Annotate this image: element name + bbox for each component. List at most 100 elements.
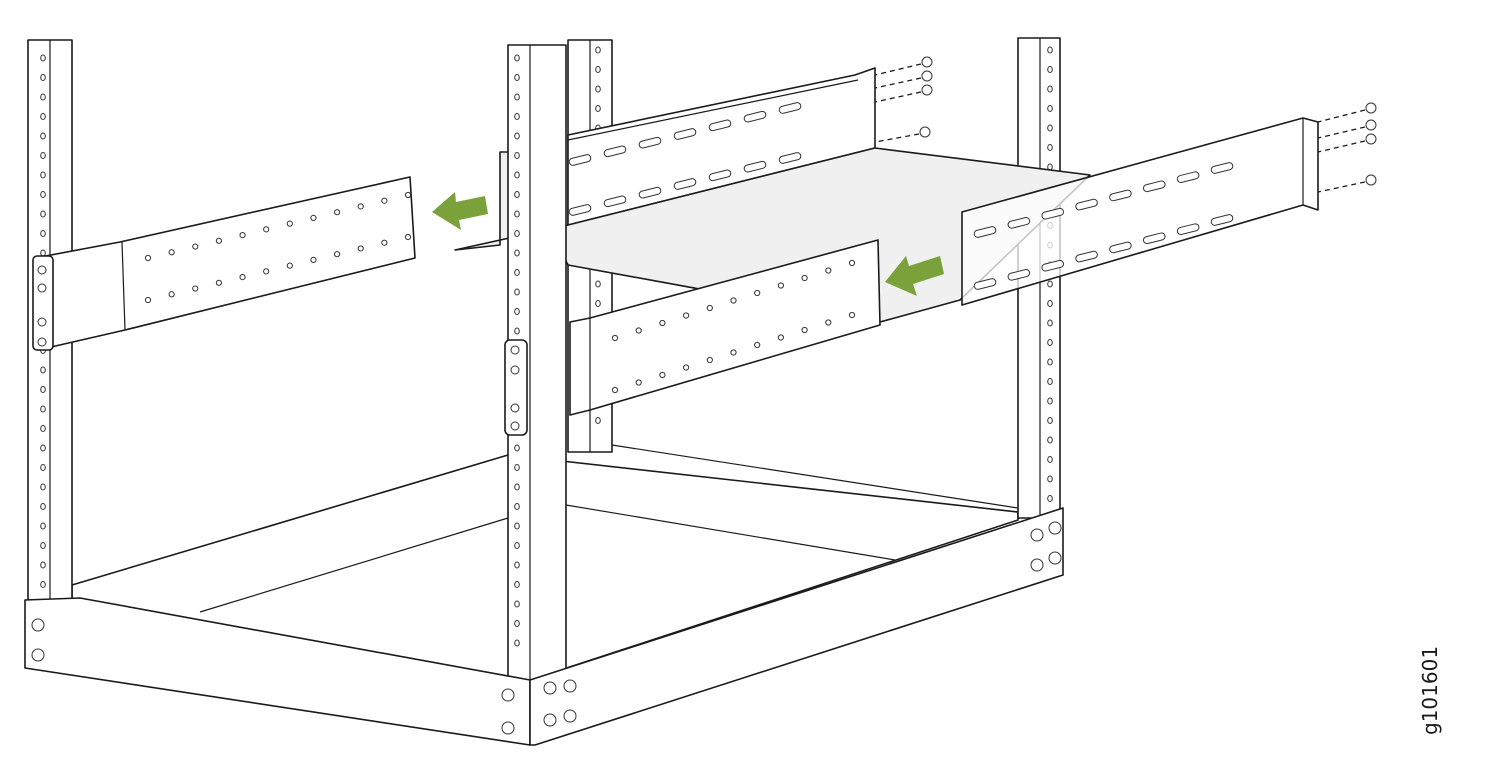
rack-hole: [1047, 456, 1053, 463]
rack-hole: [514, 269, 520, 276]
rack-hole: [514, 464, 520, 471]
rail-slot: [973, 278, 997, 290]
rack-hole: [1047, 436, 1053, 444]
rail-hole: [683, 364, 690, 371]
rail-slot: [1075, 250, 1098, 263]
rail-hole: [754, 341, 761, 349]
rail-hole: [168, 291, 175, 298]
rack-hole: [40, 503, 46, 510]
rail-hole: [635, 379, 642, 386]
rail-slot: [1041, 207, 1064, 220]
rail-slot: [568, 204, 592, 216]
rack-hole: [514, 327, 520, 335]
screw-icon: [1365, 174, 1377, 186]
rail-slot: [1109, 241, 1132, 254]
rail-hole: [777, 334, 785, 341]
rack-hole: [595, 46, 601, 54]
rack-hole: [40, 113, 46, 120]
rack-hole: [514, 581, 520, 588]
rail-hole: [635, 327, 642, 334]
rack-hole: [514, 503, 520, 510]
rail-slot: [708, 119, 732, 132]
rail-hole: [381, 239, 388, 246]
rail-hole: [706, 304, 713, 312]
rail-hole: [801, 274, 808, 282]
rack-hole: [40, 464, 46, 471]
rack-hole: [40, 54, 46, 62]
rail-slot: [1075, 198, 1098, 211]
rack-hole: [1047, 397, 1053, 405]
rack-hole: [514, 249, 520, 257]
rail-hole: [286, 220, 293, 227]
rack-hole: [1047, 124, 1053, 132]
rail-hole: [357, 245, 364, 252]
rack-hole: [514, 113, 520, 120]
rack-hole: [40, 93, 46, 101]
rack-hole: [1047, 319, 1053, 327]
arrow-left-icon: [885, 256, 944, 296]
bolt-icon: [501, 688, 515, 702]
rack-hole: [514, 230, 520, 237]
rack-hole: [40, 386, 46, 393]
rack-hole: [514, 191, 520, 198]
rack-hole: [40, 483, 46, 491]
rack-hole: [514, 620, 520, 627]
rail-slot: [1210, 214, 1234, 226]
rail-hole: [754, 289, 761, 297]
rack-hole: [1047, 358, 1053, 366]
bolt-icon: [543, 681, 557, 695]
rail-slot: [1041, 259, 1064, 272]
rail-hole: [659, 319, 666, 327]
rail-hole: [239, 231, 246, 239]
rack-hole: [595, 85, 601, 93]
rail-hole: [144, 254, 152, 262]
rail-hole: [333, 251, 341, 258]
bolt-icon: [31, 648, 45, 662]
bolt-icon: [1030, 558, 1044, 572]
screw-guide-line: [1317, 140, 1366, 153]
rail-hole: [192, 243, 199, 250]
rail-slot: [638, 186, 662, 199]
rack-hole: [40, 171, 46, 179]
bolt-icon: [543, 713, 557, 727]
rail-hole: [611, 334, 619, 342]
rail-hole: [730, 349, 737, 356]
rail-hole: [848, 259, 856, 267]
rail-slot: [778, 152, 802, 164]
screw-icon: [921, 56, 933, 68]
rail-hole: [706, 356, 713, 364]
rack-hole: [40, 366, 46, 374]
rear-mounting-rail-right: [961, 117, 1319, 306]
rail-hole: [381, 197, 388, 204]
rack-hole: [1047, 46, 1053, 54]
rack-hole: [514, 171, 520, 179]
rail-slot: [1007, 269, 1031, 281]
rack-hole: [514, 93, 520, 101]
rail-hole: [659, 371, 666, 379]
figure-label: g101601: [1418, 645, 1442, 735]
rail-hole: [333, 209, 341, 216]
rack-hole: [1047, 280, 1053, 288]
rack-hole: [595, 280, 601, 288]
rack-hole: [1047, 378, 1053, 385]
rack-post-front-middle: [504, 44, 567, 681]
rack-hole: [40, 152, 46, 159]
bolt-icon: [1030, 528, 1044, 542]
rail-hole: [777, 282, 785, 289]
rack-hole: [40, 561, 46, 569]
rail-slot: [1176, 171, 1200, 183]
rack-hole: [40, 210, 46, 218]
rack-hole: [514, 483, 520, 491]
rack-hole: [40, 230, 46, 237]
bolt-icon: [1048, 521, 1062, 535]
rail-hole: [825, 267, 832, 274]
screw-icon: [921, 84, 933, 96]
rail-slot: [973, 226, 997, 238]
rail-hole: [404, 233, 412, 241]
screw-guide-line: [1317, 181, 1366, 193]
rail-slot: [1176, 223, 1200, 235]
bolt-icon: [563, 709, 577, 723]
screw-guide-line: [874, 91, 922, 103]
rack-hole: [1047, 417, 1053, 424]
